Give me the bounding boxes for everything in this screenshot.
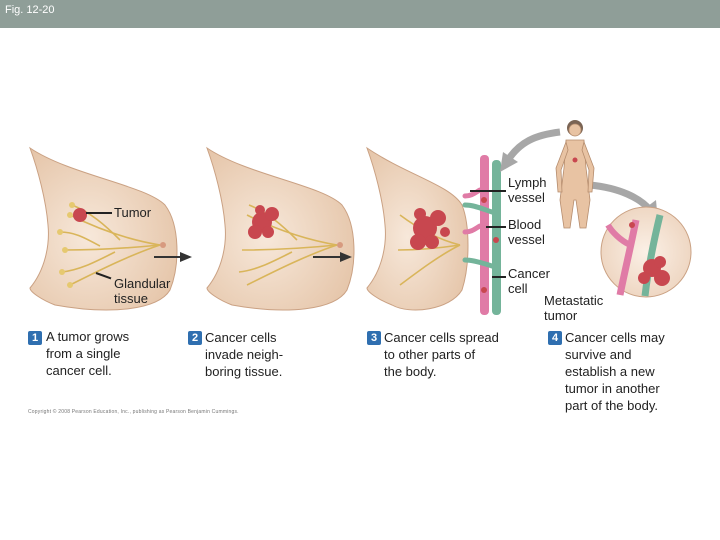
blood-label-line [486, 226, 506, 228]
lymph-vessel [480, 155, 489, 315]
step-4-badge: 4 [548, 331, 562, 345]
breast-stage-2 [206, 146, 355, 311]
step-4-text: Cancer cells may survive and establish a… [565, 330, 665, 413]
glandular-tissue-label: Glandular tissue [114, 276, 171, 306]
step-2-text: Cancer cells invade neigh- boring tissue… [205, 330, 284, 379]
figure-label: Fig. 12-20 [5, 4, 55, 16]
cancer-cell-label: Cancer cell [508, 266, 550, 296]
step-2-badge: 2 [188, 331, 202, 345]
copyright-text: Copyright © 2008 Pearson Education, Inc.… [28, 409, 239, 415]
tumor-label-line [86, 212, 112, 214]
breast-stage-1 [29, 146, 178, 311]
metastatic-tumor-mass [638, 256, 670, 286]
step-1-text: A tumor grows from a single cancer cell. [46, 329, 130, 378]
tumor-mass-large [410, 208, 450, 250]
step-3-text: Cancer cells spread to other parts of th… [384, 330, 499, 379]
vessels [462, 155, 501, 315]
stage-arrows [154, 252, 352, 262]
lymph-vessel-label: Lymph vessel [508, 175, 547, 205]
glandular-ducts [59, 204, 161, 286]
step-1-badge: 1 [28, 331, 42, 345]
step-3-badge: 3 [367, 331, 381, 345]
tumor-label: Tumor [114, 205, 152, 220]
cancer-cell-label-line [492, 276, 506, 278]
tumor-mass-small [73, 208, 87, 222]
blood-vessel-label: Blood vessel [508, 217, 545, 247]
metastatic-inset [600, 206, 692, 298]
human-body-icon [555, 120, 595, 229]
tumor-mass-medium [248, 205, 279, 239]
lymph-label-line [470, 190, 506, 192]
breast-stage-3 [366, 146, 469, 311]
metastatic-tumor-label: Metastatic tumor [544, 293, 604, 323]
header-bar: Fig. 12-20 [0, 0, 720, 28]
